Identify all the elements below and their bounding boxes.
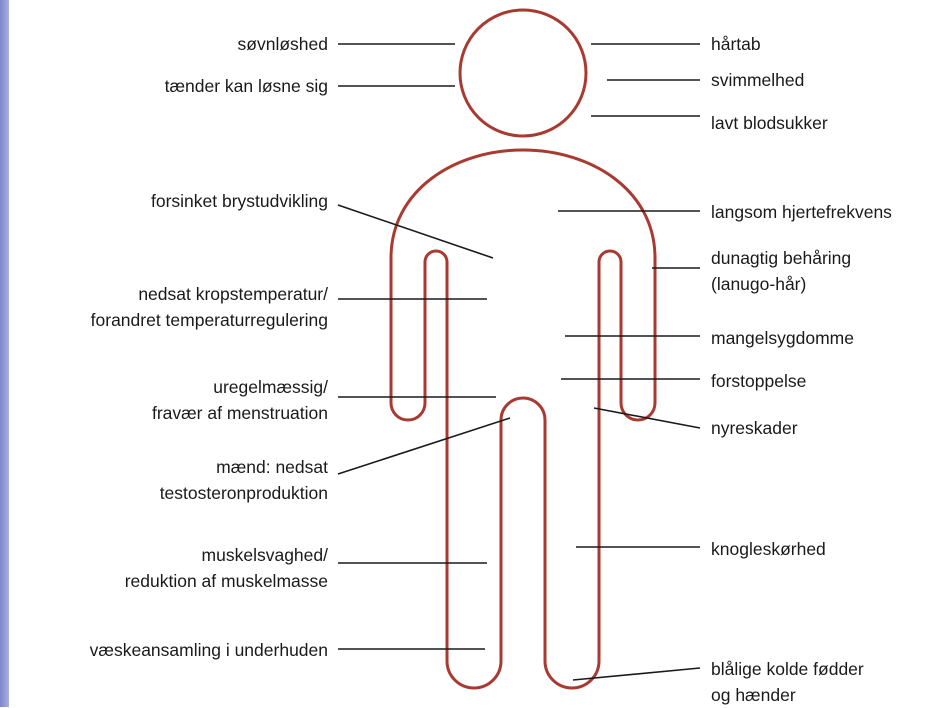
leader-bryst <box>338 205 493 258</box>
label-mangelsygdomme: mangelsygdomme <box>711 325 854 351</box>
leader-testosteron <box>338 418 510 474</box>
leader-nyre <box>594 408 700 428</box>
torso-outline <box>391 150 655 688</box>
label-forsinket-brystudvikling: forsinket brystudvikling <box>151 188 328 214</box>
label-langsom-hjertefrekvens: langsom hjertefrekvens <box>711 199 892 225</box>
label-svimmelhed: svimmelhed <box>711 67 804 93</box>
label-sovnloshed: søvnløshed <box>238 31 328 57</box>
label-forstoppelse: forstoppelse <box>711 368 806 394</box>
label-nyreskader: nyreskader <box>711 415 798 441</box>
label-kropstemperatur: nedsat kropstemperatur/forandret tempera… <box>91 281 328 333</box>
body-outline <box>391 10 655 688</box>
head-outline <box>460 10 586 136</box>
label-taender: tænder kan løsne sig <box>165 73 328 99</box>
label-knogleskorhed: knogleskørhed <box>711 536 826 562</box>
label-lanugo: dunagtig behåring(lanugo-hår) <box>711 245 851 297</box>
label-lavt-blodsukker: lavt blodsukker <box>711 110 828 136</box>
label-menstruation: uregelmæssig/fravær af menstruation <box>152 374 328 426</box>
label-hartab: hårtab <box>711 31 761 57</box>
leader-fodder <box>573 668 700 680</box>
label-vaeskeansamling: væskeansamling i underhuden <box>90 637 328 663</box>
label-muskelsvaghed: muskelsvaghed/reduktion af muskelmasse <box>125 542 328 594</box>
